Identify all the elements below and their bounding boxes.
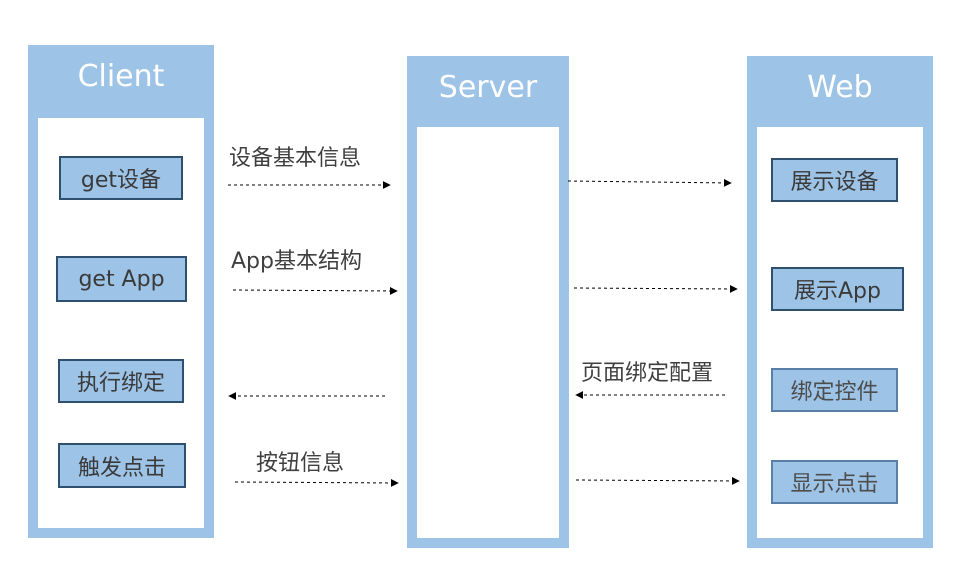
arrow-client-to-server-app [232,286,398,295]
message-button-info: 按钮信息 [256,451,345,476]
client-box-trigger-click: 触发点击 [58,443,186,488]
client-lane-title: Client [77,59,165,94]
web-lane-title: Web [807,70,873,105]
server-lane-body [417,127,559,538]
web-box-display-click: 显示点击 [771,460,898,504]
message-device-info: 设备基本信息 [229,146,362,171]
arrow-server-to-web-app [573,284,738,293]
client-box-get-device: get设备 [59,156,183,200]
server-lane: Server [407,56,569,548]
message-app-structure: App基本结构 [231,249,362,274]
arrow-client-to-server-button [234,478,399,487]
client-box-get-app: get App [56,256,187,302]
client-box-execute-binding: 执行绑定 [58,359,184,403]
message-page-binding: 页面绑定配置 [581,361,714,386]
web-box-show-device: 展示设备 [771,158,898,202]
arrow-server-to-web-button [575,476,740,485]
web-box-show-app: 展示App [771,267,904,311]
server-lane-title: Server [438,70,538,105]
web-box-binding-control: 绑定控件 [771,368,898,412]
arrow-server-to-web-device [567,178,732,187]
